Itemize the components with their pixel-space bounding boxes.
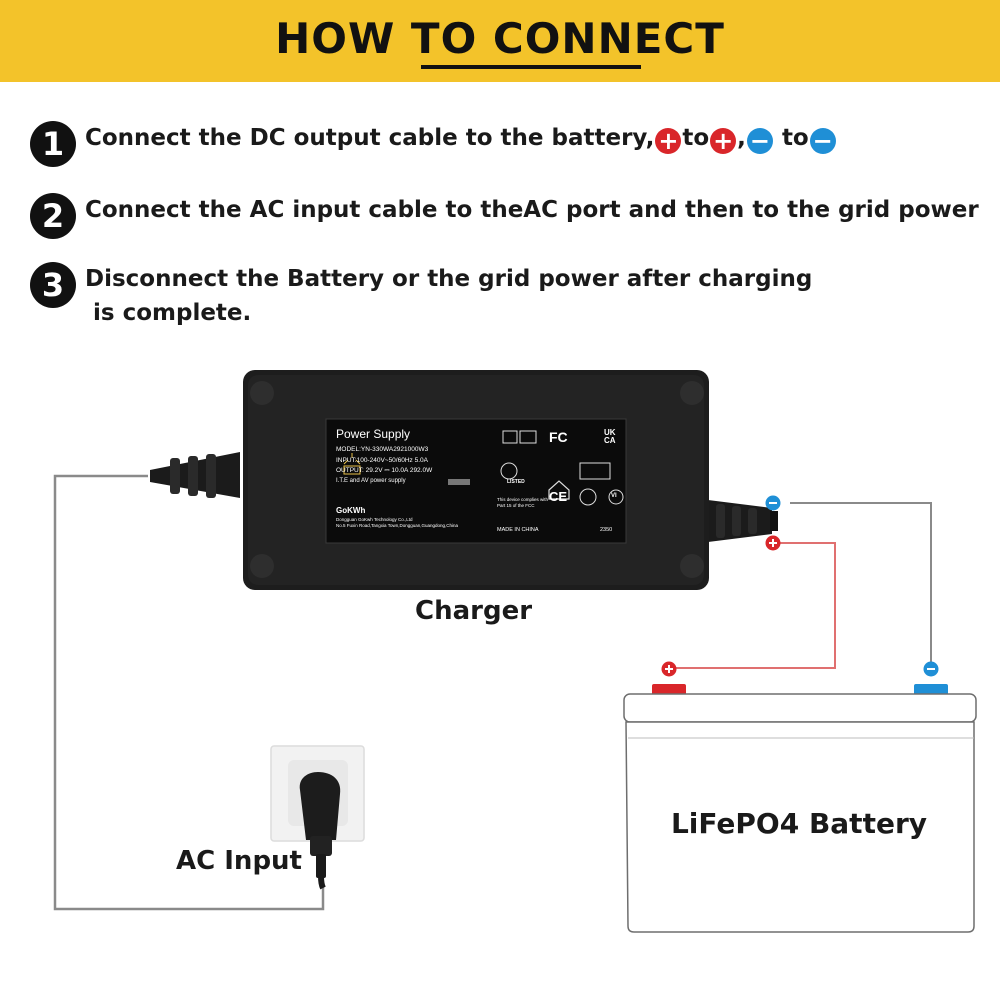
sticker-input: INPUT:100-240V~50/60Hz 5.0A — [336, 457, 428, 464]
step-2-number: 2 — [30, 193, 76, 239]
step-1: 1 Connect the DC output cable to the bat… — [30, 121, 837, 167]
positive-icon: + — [655, 128, 682, 154]
sticker-listed: LISTED — [507, 479, 525, 485]
sticker-brand: GoKWh — [336, 506, 366, 515]
page-title: HOW TO CONNECT — [275, 14, 725, 63]
sticker-address: No.5 Fuxin Road,Tangxia Town,Dongguan,Gu… — [336, 523, 459, 528]
fc-mark-icon: FC — [549, 429, 568, 445]
step-2: 2 Connect the AC input cable to theAC po… — [30, 193, 979, 239]
vi-mark-icon: VI — [611, 493, 617, 499]
sticker-ite: I.T.E and AV power supply — [336, 478, 406, 484]
negative-wire — [790, 502, 932, 664]
battery — [623, 684, 977, 933]
ac-plug — [299, 772, 341, 890]
sticker-output: OUTPUT: 29.2V ⎓ 10.0A 292.0W — [336, 467, 433, 474]
battery-positive-terminal-marker — [661, 661, 677, 677]
step-3-text: Disconnect the Battery or the grid power… — [85, 262, 812, 330]
dc-cable-connector — [708, 500, 778, 542]
battery-negative-terminal-marker — [923, 661, 939, 677]
step-3: 3 Disconnect the Battery or the grid pow… — [30, 262, 812, 330]
sticker-model: MODEL:YN-330WA2921000W3 — [336, 446, 429, 453]
battery-label: LiFePO4 Battery — [670, 807, 928, 840]
sticker-code: 2350 — [600, 527, 613, 533]
step-3-line-2: is complete. — [93, 300, 252, 326]
step-1-number: 1 — [30, 121, 76, 167]
ukca-mark-icon: UK CA — [604, 428, 616, 445]
step-1-to: to — [781, 125, 809, 151]
step-2-text: Connect the AC input cable to theAC port… — [85, 197, 979, 223]
step-1-to: to — [682, 125, 710, 151]
title-underline — [421, 65, 641, 69]
negative-icon: − — [746, 128, 773, 154]
ac-input-wire — [53, 474, 325, 911]
ac-input-label: AC Input — [176, 846, 302, 876]
header-banner: HOW TO CONNECT — [0, 0, 1000, 82]
step-1-text-main: Connect the DC output cable to the batte… — [85, 125, 655, 151]
negative-icon: − — [809, 128, 836, 154]
step-1-text: Connect the DC output cable to the batte… — [85, 121, 837, 155]
charger-body — [243, 370, 709, 590]
positive-wire — [676, 542, 836, 669]
sticker-company: Dongguan GoKwh Technology Co.,Ltd — [336, 517, 413, 522]
charger-positive-terminal — [765, 535, 781, 551]
step-3-line-1: Disconnect the Battery or the grid power… — [85, 266, 813, 292]
step-1-comma: , — [737, 125, 746, 151]
ac-cable-connector — [150, 452, 240, 498]
sticker-made-in: MADE IN CHINA — [497, 527, 539, 533]
charger-negative-terminal — [765, 495, 781, 511]
sticker-fcc: This device complies with Part 15 of the… — [497, 497, 549, 508]
step-3-number: 3 — [30, 262, 76, 308]
charger-label: Charger — [415, 596, 533, 626]
sticker-title: Power Supply — [336, 427, 411, 441]
positive-icon: + — [710, 128, 737, 154]
ce-mark-icon: CE — [549, 489, 568, 504]
